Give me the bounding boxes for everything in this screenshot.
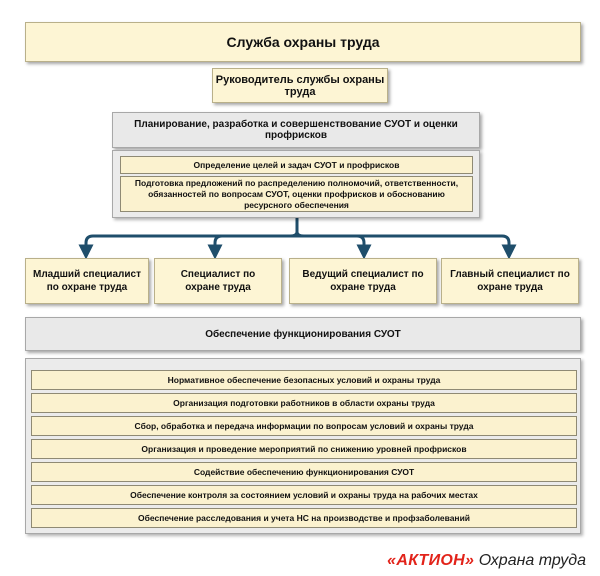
brand-logo-text: «АКТИОН» [387,552,475,569]
specialist-box-text: Специалист по охране труда [180,269,256,293]
specialist-box: Ведущий специалист по охране труда [289,258,437,304]
planning-item: Подготовка предложений по распределению … [120,176,473,212]
specialist-box-text: Главный специалист по охране труда [450,269,570,293]
connector-branch-4 [295,231,517,260]
specialist-box: Младший специалист по охране труда [25,258,149,304]
specialist-box-text: Ведущий специалист по охране труда [302,269,424,293]
org-title-text: Служба охраны труда [226,34,380,50]
support-item: Сбор, обработка и передача информации по… [31,416,577,436]
planning-item: Определение целей и задач СУОТ и профрис… [120,156,473,174]
org-title: Служба охраны труда [25,22,581,62]
support-item: Обеспечение контроля за состоянием услов… [31,485,577,505]
support-item: Организация подготовки работников в обла… [31,393,577,413]
connector-branch-2 [207,234,297,260]
connector-branch-3 [297,234,372,260]
support-item-text: Нормативное обеспечение безопасных услов… [167,375,441,385]
support-item-text: Обеспечение контроля за состоянием услов… [130,490,478,500]
support-box: Обеспечение функционирования СУОТ [25,317,581,351]
head-box: Руководитель службы охраны труда [212,68,388,103]
planning-box-text: Планирование, разработка и совершенствов… [134,119,458,141]
support-item-text: Обеспечение расследования и учета НС на … [137,513,471,523]
support-box-text: Обеспечение функционирования СУОТ [205,328,401,340]
specialist-box: Специалист по охране труда [154,258,282,304]
support-item-text: Организация и проведение мероприятий по … [141,444,467,454]
support-item-text: Содействие обеспечению функционирования … [193,467,415,477]
support-item: Организация и проведение мероприятий по … [31,439,577,459]
support-item-text: Сбор, обработка и передача информации по… [134,421,474,431]
planning-item-text: Определение целей и задач СУОТ и профрис… [193,160,400,170]
support-item-text: Организация подготовки работников в обла… [173,398,435,408]
head-box-text: Руководитель службы охраны труда [215,73,385,98]
specialist-box: Главный специалист по охране труда [441,258,579,304]
support-item: Нормативное обеспечение безопасных услов… [31,370,577,390]
brand-tagline: Охрана труда [478,552,586,569]
support-item: Содействие обеспечению функционирования … [31,462,577,482]
planning-box: Планирование, разработка и совершенствов… [112,112,480,148]
support-item: Обеспечение расследования и учета НС на … [31,508,577,528]
specialist-box-text: Младший специалист по охране труда [33,269,141,293]
brand-logo: «АКТИОН» Охрана труда [387,552,586,570]
planning-item-text: Подготовка предложений по распределению … [134,177,459,210]
